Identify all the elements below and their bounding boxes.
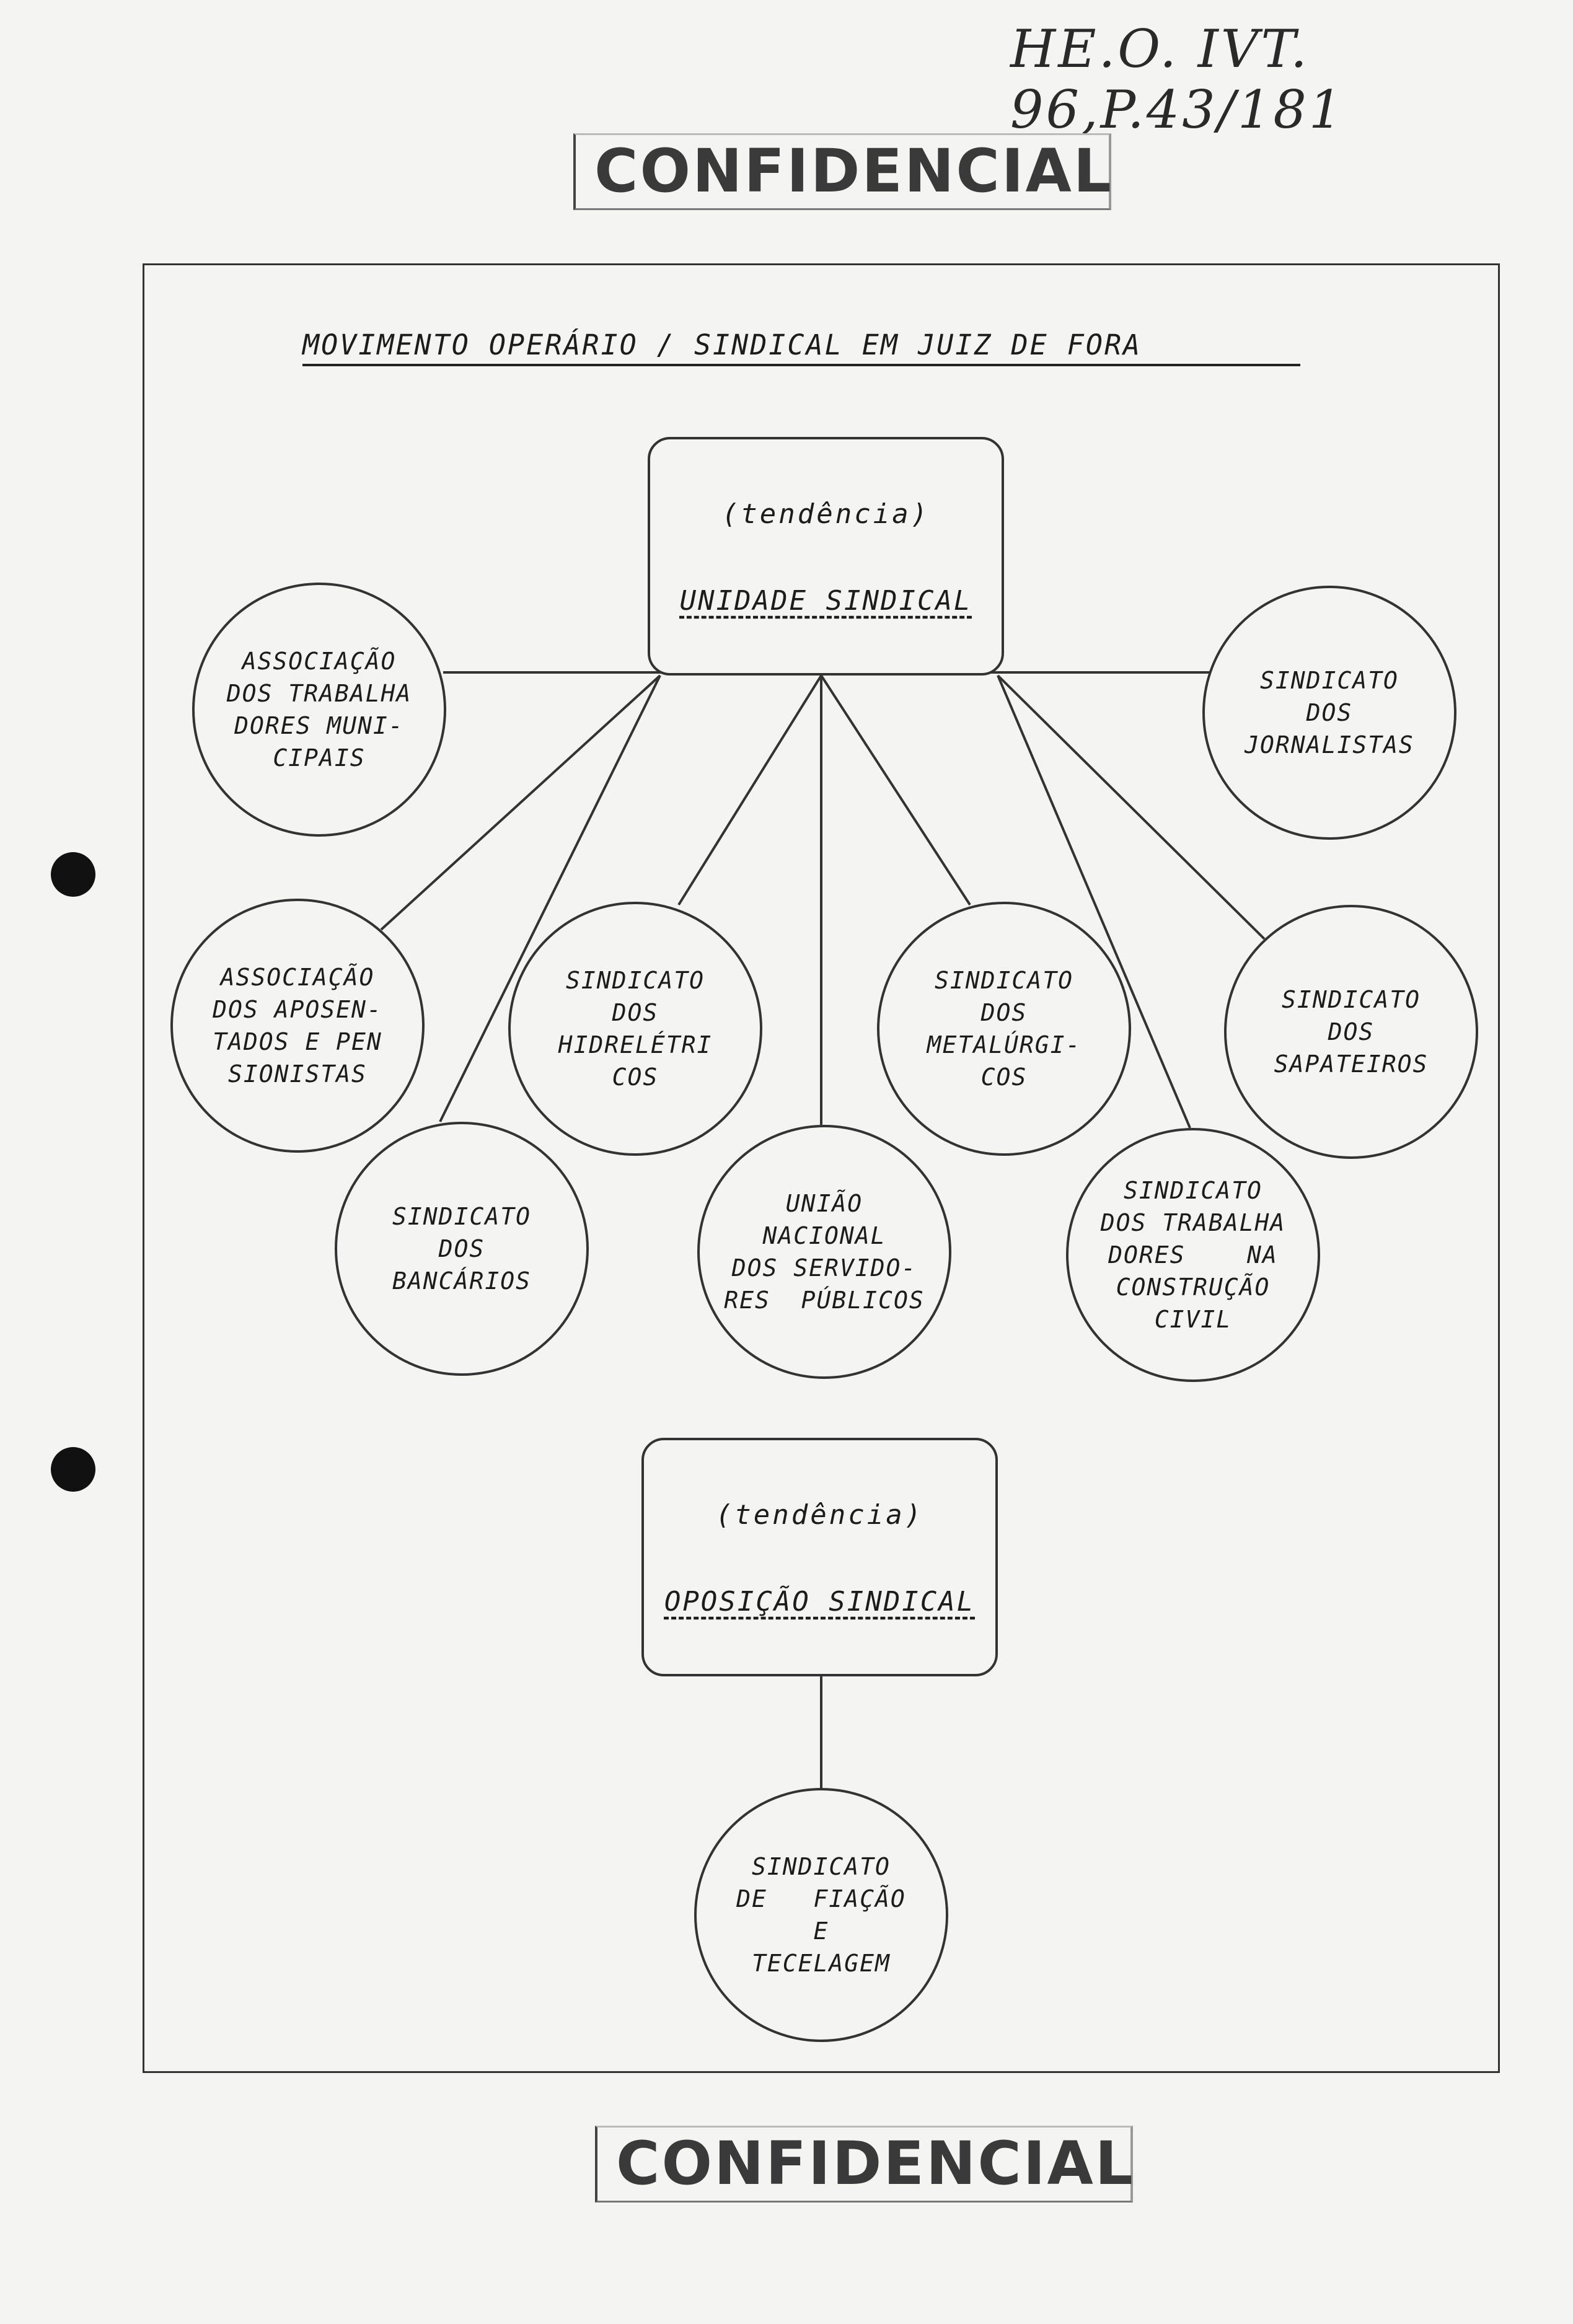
tendency-opposition-box: (tendência) OPOSIÇÃO SINDICAL — [641, 1438, 998, 1676]
punch-hole-upper — [51, 852, 95, 897]
tendency-label: (tendência) — [715, 1499, 924, 1531]
node-sindicato-fiacao-tecelagem: SINDICATO DE FIAÇÃO E TECELAGEM — [694, 1788, 948, 2042]
link-sapateiros — [997, 674, 1266, 940]
tendency-unity-box: (tendência) UNIDADE SINDICAL — [648, 437, 1004, 676]
node-sindicato-sapateiros: SINDICATO DOS SAPATEIROS — [1224, 905, 1478, 1159]
node-sindicato-hidreletricos: SINDICATO DOS HIDRELÉTRI COS — [508, 902, 762, 1156]
link-hidreletricos — [677, 674, 822, 906]
link-metalurgicos — [820, 674, 971, 906]
diagram-title: MOVIMENTO OPERÁRIO / SINDICAL EM JUIZ DE… — [302, 328, 1300, 366]
link-aposentados — [380, 674, 661, 931]
node-sindicato-jornalistas: SINDICATO DOS JORNALISTAS — [1202, 586, 1456, 840]
diagram-frame — [143, 263, 1500, 2073]
link-bancarios — [439, 675, 661, 1122]
node-sindicato-construcao-civil: SINDICATO DOS TRABALHA DORES NA CONSTRUÇ… — [1066, 1128, 1320, 1382]
node-assoc-trabalhadores-municipais: ASSOCIAÇÃO DOS TRABALHA DORES MUNI- CIPA… — [192, 583, 446, 837]
confidential-stamp-bottom: CONFIDENCIAL — [595, 2126, 1133, 2203]
node-uniao-servidores-publicos: UNIÃO NACIONAL DOS SERVIDO- RES PÚBLICOS — [697, 1125, 951, 1379]
punch-hole-lower — [51, 1447, 95, 1492]
node-assoc-aposentados-pensionistas: ASSOCIAÇÃO DOS APOSEN- TADOS E PEN SIONI… — [170, 899, 425, 1153]
node-sindicato-metalurgicos: SINDICATO DOS METALÚRGI- COS — [877, 902, 1131, 1156]
handwritten-reference: HE.O. IVT. 96,P.43/181 — [1010, 19, 1345, 140]
link-construcao — [997, 675, 1191, 1129]
confidential-stamp-top: CONFIDENCIAL — [573, 133, 1111, 210]
tendency-name: UNIDADE SINDICAL — [679, 585, 972, 617]
node-sindicato-bancarios: SINDICATO DOS BANCÁRIOS — [335, 1122, 589, 1376]
tendency-label: (tendência) — [721, 498, 930, 530]
tendency-name: OPOSIÇÃO SINDICAL — [664, 1586, 976, 1618]
